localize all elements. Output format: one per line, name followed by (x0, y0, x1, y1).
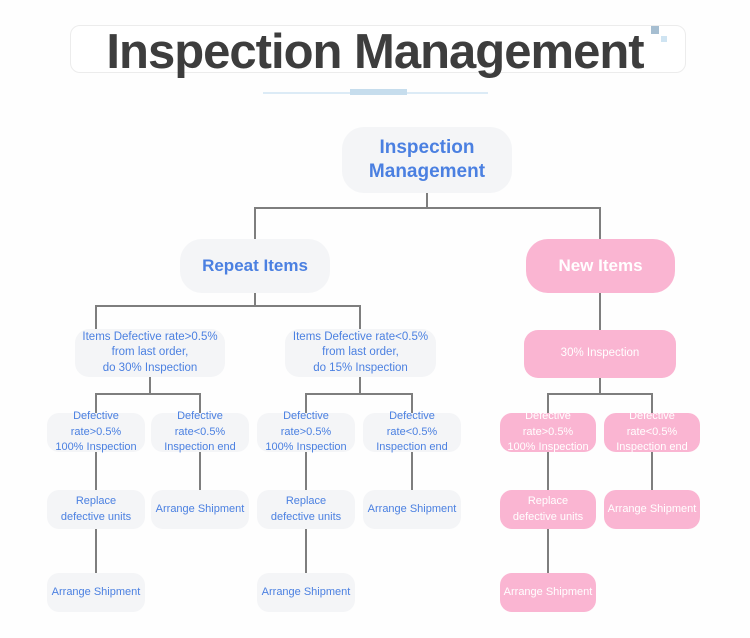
connector (149, 377, 151, 393)
connector (411, 393, 413, 413)
node-arrange-shipment-final-new: Arrange Shipment (500, 573, 596, 612)
node-arrange-shipment-1: Arrange Shipment (151, 490, 249, 529)
node-arrange-shipment-new: Arrange Shipment (604, 490, 700, 529)
node-arrange-shipment-2: Arrange Shipment (363, 490, 461, 529)
connector (305, 529, 307, 573)
connector (547, 393, 549, 413)
connector (199, 452, 201, 490)
node-replace-units-2: Replace defective units (257, 490, 355, 529)
node-defective-high-1: Defective rate>0.5% 100% Inspection (47, 410, 145, 453)
connector (599, 378, 601, 393)
node-defective-low-2: Defective rate<0.5% Inspection end (363, 410, 461, 453)
connector (305, 452, 307, 490)
decor-square-icon (651, 26, 659, 34)
connector (359, 305, 361, 329)
connector (199, 393, 201, 413)
decor-square-small-icon (661, 36, 667, 42)
connector (651, 452, 653, 490)
node-repeat-high-rate: Items Defective rate>0.5% from last orde… (75, 329, 225, 377)
connector (95, 393, 201, 395)
connector (599, 207, 601, 239)
connector (95, 529, 97, 573)
connector (426, 193, 428, 208)
node-defective-high-2: Defective rate>0.5% 100% Inspection (257, 410, 355, 453)
connector (254, 207, 256, 239)
connector (305, 393, 413, 395)
connector (254, 207, 601, 209)
node-repeat-items: Repeat Items (180, 239, 330, 293)
node-replace-units-new: Replace defective units (500, 490, 596, 529)
connector (547, 529, 549, 573)
title-card (70, 25, 686, 73)
node-defective-low-new: Defective rate<0.5% Inspection end (604, 410, 700, 453)
connector (547, 452, 549, 490)
node-arrange-shipment-final-2: Arrange Shipment (257, 573, 355, 612)
connector (411, 452, 413, 490)
connector (95, 452, 97, 490)
node-arrange-shipment-final-1: Arrange Shipment (47, 573, 145, 612)
connector (599, 293, 601, 330)
connector (95, 305, 361, 307)
connector (651, 393, 653, 413)
connector (95, 393, 97, 413)
connector (305, 393, 307, 413)
node-replace-units-1: Replace defective units (47, 490, 145, 529)
title-underline-accent (350, 89, 407, 95)
node-new-30-inspection: 30% Inspection (524, 330, 676, 378)
node-defective-high-new: Defective rate>0.5% 100% Inspection (500, 410, 596, 453)
connector (254, 293, 256, 305)
page-title: Inspection Management (106, 25, 644, 79)
node-repeat-low-rate: Items Defective rate<0.5% from last orde… (285, 329, 436, 377)
connector (359, 377, 361, 393)
node-new-items: New Items (526, 239, 675, 293)
node-root: Inspection Management (342, 127, 512, 193)
connector (95, 305, 97, 329)
node-defective-low-1: Defective rate<0.5% Inspection end (151, 410, 249, 453)
connector (547, 393, 653, 395)
